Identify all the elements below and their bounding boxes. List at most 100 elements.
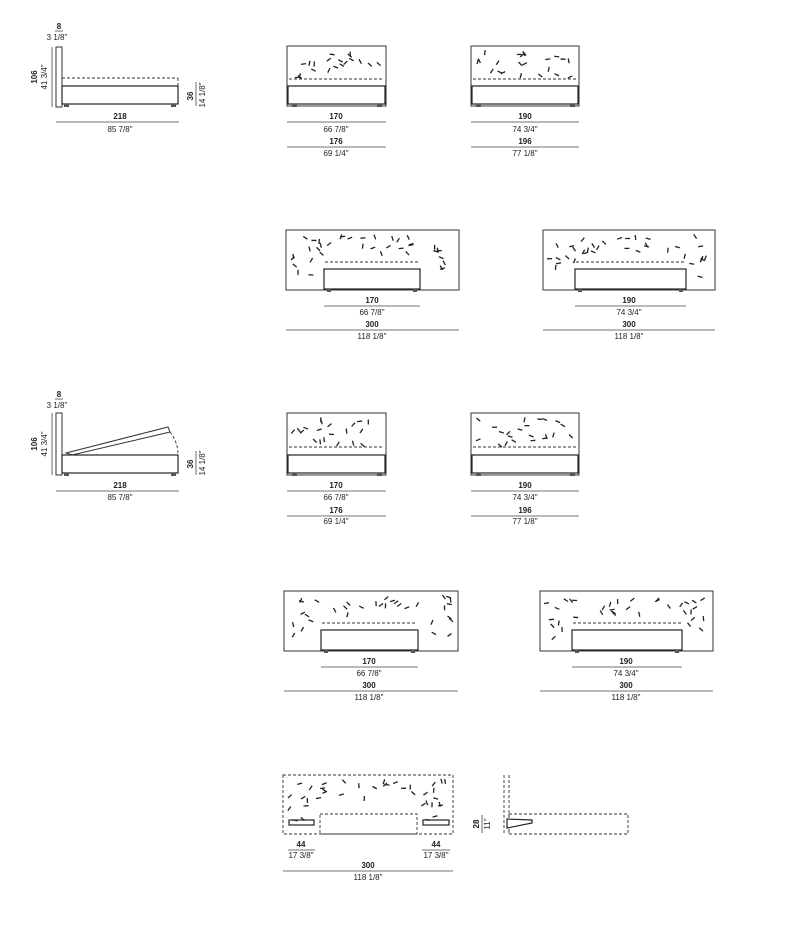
pattern-mark: [299, 597, 303, 603]
pattern-mark: [528, 434, 534, 438]
wide-storage-170: 170 66 7/8" 300 118 1/8": [283, 590, 459, 702]
pattern-mark: [290, 429, 296, 434]
pattern-mark: [423, 791, 428, 796]
dim-height-in: 41 3/4": [40, 64, 49, 89]
pattern-mark: [638, 611, 641, 617]
pattern-mark: [635, 249, 641, 253]
pattern-mark: [425, 800, 429, 806]
front-view-storage-170: 170 66 7/8" 176 69 1/4": [286, 412, 387, 526]
pattern-mark: [308, 785, 313, 791]
pattern-mark: [699, 257, 704, 263]
pattern-mark: [560, 423, 566, 428]
dim-inner-cm: 190: [622, 296, 636, 305]
dim-outer-cm: 176: [329, 137, 343, 146]
dim-inner-cm: 170: [329, 481, 343, 490]
pattern-mark: [291, 632, 296, 638]
pattern-mark: [343, 605, 348, 610]
pattern-mark: [309, 257, 314, 263]
pattern-mark: [338, 793, 344, 796]
dim-inner-cm: 170: [362, 657, 376, 666]
dim-outer-in: 118 1/8": [355, 693, 384, 702]
dim-inner-cm: 190: [518, 481, 532, 490]
pattern-mark: [439, 267, 446, 271]
pattern-mark: [308, 246, 311, 252]
dim-inner-in: 74 3/4": [512, 125, 537, 134]
wide-headboard-170: 170 66 7/8" 300 118 1/8": [285, 229, 460, 341]
dim-height-cm: 106: [30, 70, 39, 84]
pattern-mark: [433, 797, 439, 800]
pattern-mark: [357, 420, 363, 423]
pattern-mark: [554, 264, 557, 270]
pattern-mark: [323, 437, 326, 443]
pattern-mark: [446, 603, 452, 606]
dim-thickness-cm: 8: [57, 390, 62, 399]
dim-inner-in: 66 7/8": [323, 125, 348, 134]
pattern-mark: [321, 782, 327, 786]
dim-height-in: 41 3/4": [40, 431, 49, 456]
pattern-mark: [645, 237, 651, 240]
pattern-mark: [410, 791, 416, 796]
front-view-170: 170 66 7/8" 176 69 1/4": [286, 45, 387, 158]
pattern-mark: [432, 815, 438, 818]
pattern-mark: [314, 599, 320, 603]
pattern-mark: [433, 250, 439, 253]
pattern-mark: [608, 601, 612, 607]
pattern-mark: [415, 602, 420, 608]
pattern-mark: [703, 255, 707, 261]
pattern-mark: [522, 51, 526, 57]
pattern-mark: [611, 611, 617, 617]
dim-length-in: 85 7/8": [107, 493, 132, 502]
pattern-mark: [360, 442, 365, 448]
pattern-mark: [700, 597, 706, 602]
dim-inner-in: 74 3/4": [512, 493, 537, 502]
pattern-mark: [315, 796, 322, 800]
dim-shelf-height-cm: 28: [472, 819, 481, 828]
headboard-with-shelves-front: 44 17 3/8" 44 17 3/8" 300 118 1/8": [282, 774, 454, 882]
pattern-mark: [690, 616, 696, 622]
pattern-mark: [287, 806, 292, 811]
pattern-mark: [448, 617, 454, 623]
pattern-mark: [498, 430, 504, 434]
pattern-mark: [442, 260, 446, 266]
pattern-mark: [683, 253, 686, 259]
pattern-mark: [475, 438, 481, 442]
pattern-mark: [420, 802, 426, 807]
pattern-mark: [698, 245, 704, 248]
pattern-mark: [300, 795, 306, 800]
dim-outer-in: 118 1/8": [615, 332, 644, 341]
pattern-mark: [308, 60, 311, 66]
dim-inner-in: 66 7/8": [359, 308, 384, 317]
pattern-mark: [447, 632, 452, 637]
pattern-mark: [297, 782, 303, 785]
dim-outer-in: 118 1/8": [612, 693, 641, 702]
pattern-mark: [674, 245, 681, 249]
side-view-storage: 8 3 1/8" 106 41 3/4" 36 14 1/8" 218 85 7…: [30, 390, 207, 502]
pattern-mark: [290, 256, 295, 261]
pattern-mark: [408, 243, 414, 247]
pattern-mark: [385, 244, 391, 249]
pattern-mark: [447, 615, 452, 620]
pattern-mark: [327, 67, 331, 73]
pattern-mark: [563, 598, 569, 603]
pattern-mark: [316, 428, 322, 432]
pattern-mark: [500, 71, 506, 75]
pattern-mark: [572, 258, 577, 264]
pattern-mark: [625, 606, 631, 611]
pattern-mark: [505, 430, 511, 436]
pattern-mark: [361, 243, 364, 249]
pattern-mark: [590, 250, 596, 254]
pattern-mark: [438, 256, 444, 260]
dim-outer-cm: 300: [362, 681, 376, 690]
pattern-mark: [586, 247, 590, 253]
pattern-mark: [340, 235, 346, 238]
pattern-mark: [319, 439, 322, 445]
pattern-mark: [679, 602, 684, 608]
pattern-mark: [684, 601, 690, 605]
dim-shelf-left-in: 17 3/8": [288, 851, 313, 860]
pattern-mark: [351, 440, 355, 446]
front-view-190: 190 74 3/4" 196 77 1/8": [470, 45, 580, 158]
pattern-mark: [326, 57, 332, 62]
pattern-mark: [382, 782, 388, 787]
pattern-mark: [304, 613, 310, 618]
dim-inner-cm: 170: [329, 112, 343, 121]
